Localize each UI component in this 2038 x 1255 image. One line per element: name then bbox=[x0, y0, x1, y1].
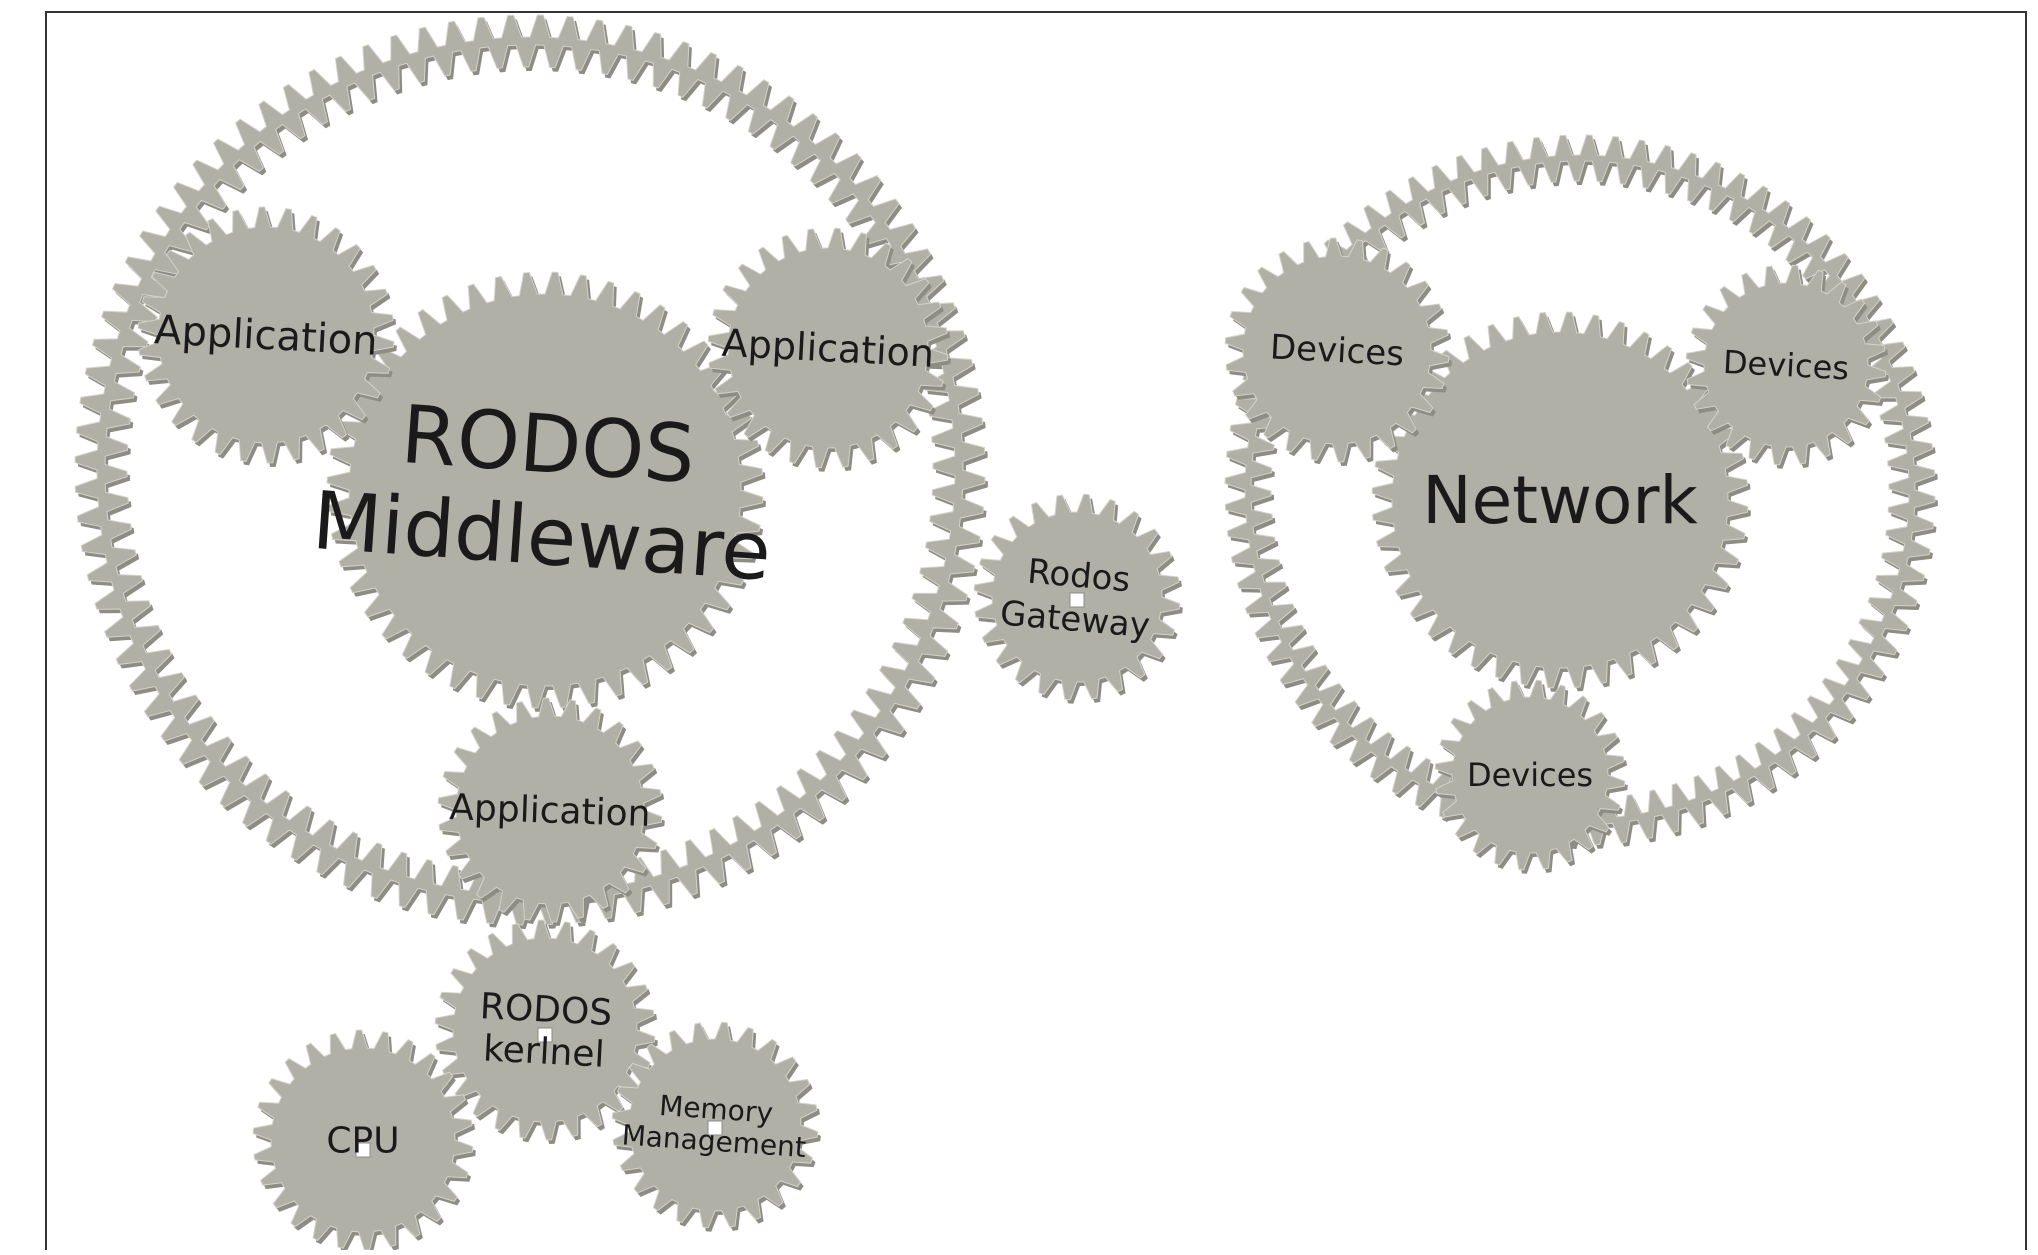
application-bottom-label: Application bbox=[449, 787, 651, 835]
network-gear: Network bbox=[1371, 311, 1751, 692]
application-gear-bottom: Application bbox=[437, 697, 665, 926]
application-right-face bbox=[707, 227, 949, 469]
devices-left-label: Devices bbox=[1269, 327, 1405, 374]
memory-management-label-line1: Memory bbox=[658, 1089, 774, 1130]
cpu-label: CPU bbox=[326, 1121, 399, 1162]
rodos-middleware-face bbox=[326, 271, 764, 709]
axle-hole-icon bbox=[537, 1027, 553, 1043]
diagram-frame bbox=[45, 11, 2027, 1255]
application-left-face bbox=[137, 206, 395, 464]
devices-left-face bbox=[1224, 237, 1450, 463]
network-face bbox=[1371, 311, 1749, 689]
network-ring-gear bbox=[1224, 134, 1938, 849]
devices-gear-left: Devices bbox=[1224, 237, 1452, 466]
axle-hole-icon bbox=[707, 1120, 723, 1136]
middleware-ring-gear bbox=[74, 14, 988, 929]
rodos-gateway-label-line1: Rodos bbox=[1026, 552, 1132, 601]
devices-right-label: Devices bbox=[1722, 343, 1850, 388]
rodos-kernel-gear: RODOS kerlnel bbox=[434, 919, 658, 1144]
application-gear-left: Application bbox=[137, 206, 397, 467]
cpu-face bbox=[252, 1029, 474, 1251]
devices-gear-right: Devices bbox=[1685, 264, 1889, 469]
middleware-ring-face bbox=[74, 14, 986, 926]
devices-bottom-label: Devices bbox=[1467, 756, 1593, 794]
rodos-kernel-label-line2: kerlnel bbox=[482, 1028, 605, 1075]
cpu-gear: CPU bbox=[252, 1029, 476, 1254]
rodos-middleware-gear: RODOS Middleware bbox=[310, 271, 774, 712]
rodos-kernel-label-line1: RODOS bbox=[479, 986, 613, 1034]
rodos-middleware-label-line1: RODOS bbox=[398, 388, 698, 501]
memory-management-gear: Memory Management bbox=[611, 1021, 821, 1232]
axle-hole-icon bbox=[355, 1142, 371, 1158]
rodos-gateway-gear: Rodos Gateway bbox=[973, 493, 1183, 704]
devices-gear-bottom: Devices bbox=[1434, 679, 1628, 874]
axle-hole-icon bbox=[1069, 592, 1085, 608]
application-bottom-face bbox=[437, 697, 663, 923]
devices-bottom-face bbox=[1434, 679, 1626, 871]
application-gear-right: Application bbox=[707, 227, 951, 472]
network-ring-face bbox=[1224, 134, 1936, 846]
network-label: Network bbox=[1422, 462, 1698, 539]
devices-right-face bbox=[1685, 264, 1887, 466]
